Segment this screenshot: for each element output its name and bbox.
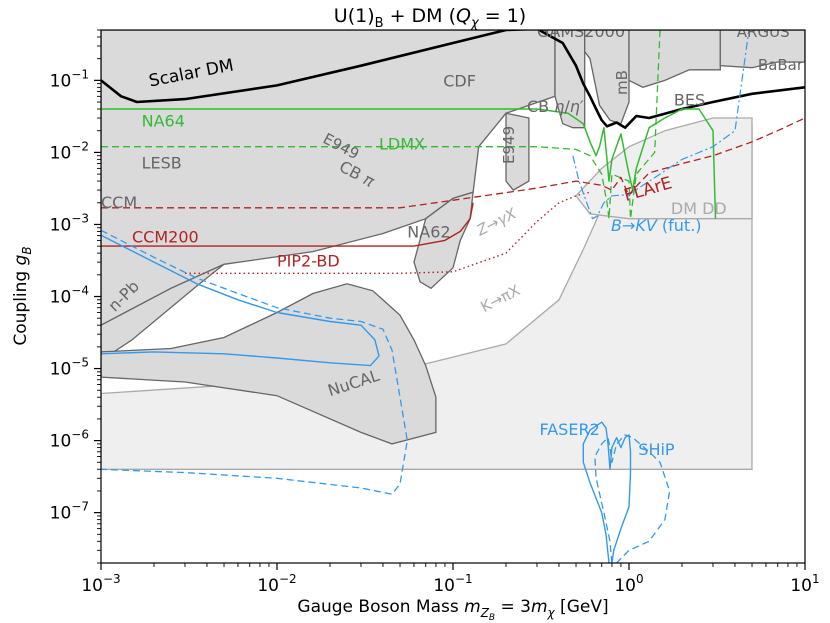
label-e949-vertical: E949 [500,126,518,164]
label-z-gamma: Z→γX [473,204,520,240]
series-ccm200 [101,202,474,247]
series-na64 [101,108,717,219]
xlabel-main: Gauge Boson Mass [297,597,464,617]
x-tick-label: 10−3 [81,572,120,596]
excluded-regions [101,30,805,445]
cb-eta-b: η′ [570,97,584,116]
title-sub: B [375,16,384,31]
title-chi: χ [470,16,480,31]
y-tick-label: 10−5 [50,356,89,380]
math-labels: CB η/η′ CB π mB E949 Z→γX B→KV (fut.) [336,70,701,240]
y-tick-label: 10−6 [50,428,89,452]
x-tick-label: 101 [790,572,819,596]
xlabel-z: Z [480,606,490,620]
xlabel-m2: m [531,597,548,617]
series-flare [101,117,805,209]
label-bes: BES [674,90,705,109]
label-k-x: K→πX [478,281,523,316]
region-n-pb [101,263,225,362]
title-rest: + DM ( [384,5,456,27]
label-pip2-bd: PIP2-BD [277,252,340,271]
series-ship [594,434,671,563]
series-nucal-reach [101,234,380,367]
b-kv-rest: (fut.) [657,216,702,235]
label-cdf: CDF [443,72,476,91]
y-tick-label: 10−4 [50,284,89,308]
series-scalar-dm [101,30,805,129]
cb-eta-sep: / [564,97,570,116]
series-ldmx [101,30,661,220]
label-lesb: LESB [142,153,182,172]
label-dm-dd: DM DD [671,199,727,218]
title-q: Q [456,5,471,27]
series-faser2 [582,421,632,563]
series-pip2-bd [185,191,591,274]
ylabel-sub: B [20,246,34,254]
cb-eta-pre: CB [527,97,554,116]
series-nucal-reach-dashed [101,229,408,495]
label-ldmx: LDMX [379,134,425,153]
label-gams2000: GAMS2000 [537,22,625,41]
label-b-kv: B→KV (fut.) [611,216,702,235]
chart-title: U(1)B + DM (Qχ = 1) [334,5,526,31]
y-tick-label: 10−3 [50,211,89,235]
label-ccm200: CCM200 [132,228,199,247]
x-tick-label: 10−2 [257,572,296,596]
xlabel-unit: [GeV] [555,597,609,617]
label-ccm: CCM [101,193,137,212]
label-babar: BaBar [758,56,804,74]
y-axis-label: Coupling gB [11,246,34,345]
y-tick-label: 10−1 [50,67,89,91]
b-kv-arrow: → [622,216,635,235]
xlabel-chi: χ [547,606,556,620]
axis-ticks: 10−3 10−2 10−1 100 101 10−7 10−6 10−5 10−4 10−3 10… [50,29,820,596]
label-ship: SHiP [638,440,675,459]
x-axis-label: Gauge Boson Mass mZB = 3mχ [GeV] [297,597,608,623]
ylabel-main: Coupling [11,265,31,345]
region-argus-babar [719,30,805,69]
region-bes [628,30,721,88]
x-tick-label: 10−1 [433,572,472,596]
region-cb-eta-eta-prime [554,30,586,129]
label-na62: NA62 [407,223,450,242]
series-b-to-kv [572,30,750,220]
label-faser2: FASER2 [540,420,600,439]
b-kv-b: KV [635,216,657,235]
y-tick-label: 10−7 [50,500,89,524]
y-tick-label: 10−2 [50,139,89,163]
title-end: = 1) [479,5,527,27]
label-mb: mB [613,70,631,95]
b-kv-a: B [611,216,622,235]
ylabel-g: g [11,254,31,265]
label-argus: ARGUS [737,23,790,41]
title-main: U(1) [334,5,375,27]
x-tick-label: 100 [614,572,643,596]
xlabel-rest: = 3 [495,597,531,617]
series-lines [101,30,805,563]
region-e949 [505,112,530,191]
xlabel-b: B [489,613,495,623]
label-cb-eta: CB η/η′ [527,97,584,116]
cb-eta-a: η [554,97,564,116]
xlabel-m: m [464,597,481,617]
label-na64: NA64 [142,111,185,130]
